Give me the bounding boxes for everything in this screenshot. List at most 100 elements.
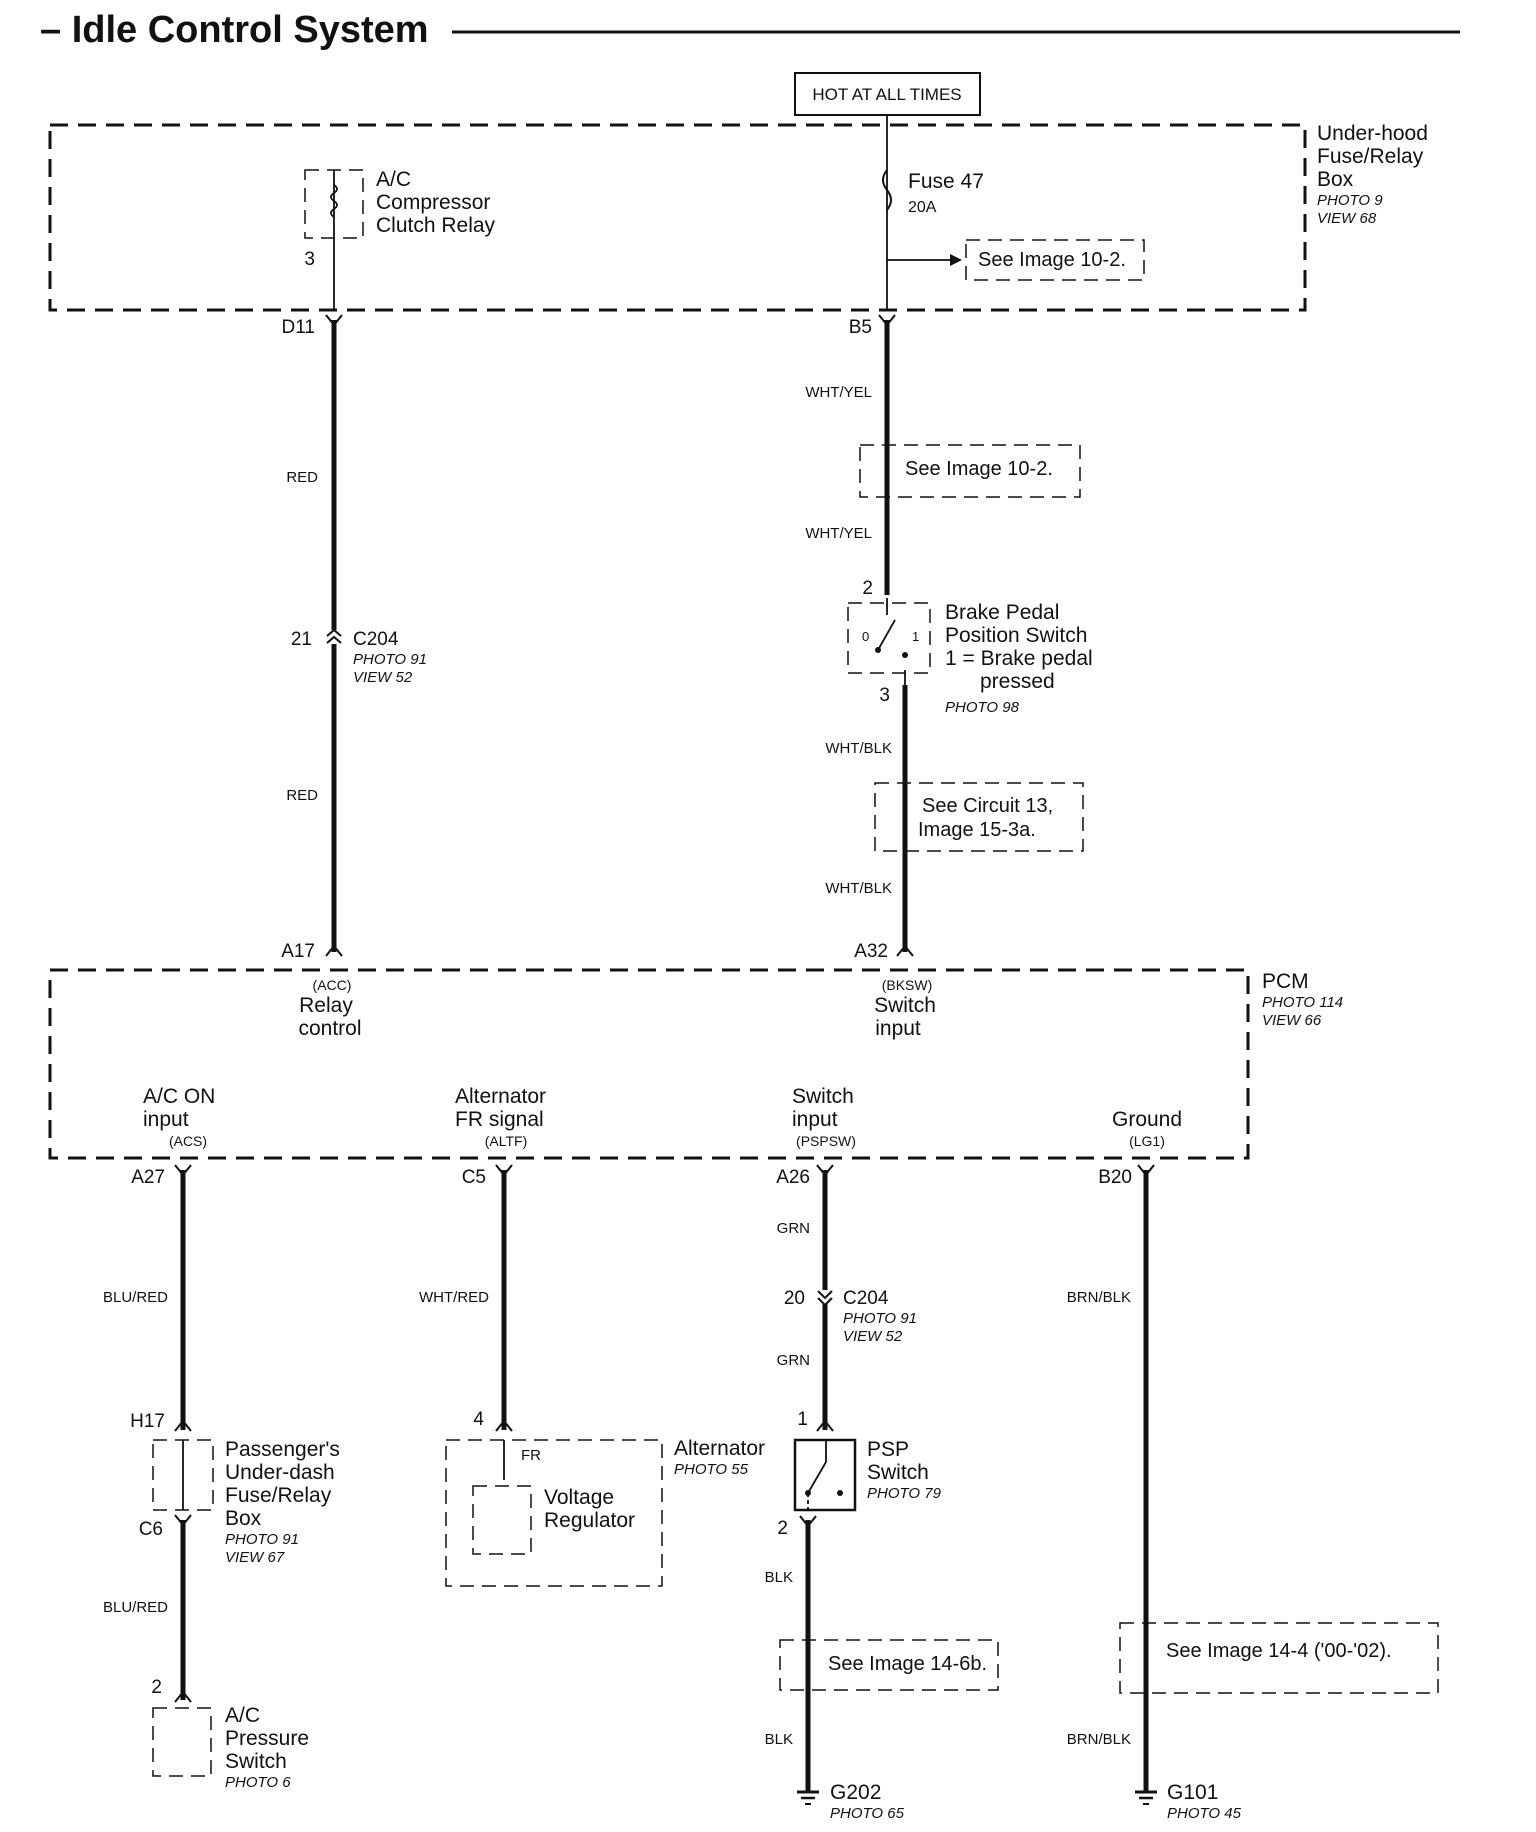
svg-text:Position Switch: Position Switch <box>945 624 1087 647</box>
underhood-box-label: Under-hood Fuse/Relay Box PHOTO 9 VIEW 6… <box>1317 122 1428 227</box>
switch-contact-icon <box>877 619 896 651</box>
pin-a17: A17 <box>281 941 315 962</box>
alternator-pin: 4 <box>473 1409 484 1430</box>
pin-b5: B5 <box>849 317 872 338</box>
svg-text:Alternator: Alternator <box>674 1437 765 1460</box>
svg-text:PHOTO 79: PHOTO 79 <box>867 1485 942 1502</box>
svg-text:PHOTO 91: PHOTO 91 <box>225 1531 299 1548</box>
svg-text:pressed: pressed <box>980 670 1055 693</box>
wire-label-brn-blk-2: BRN/BLK <box>1067 1731 1131 1748</box>
svg-text:input: input <box>143 1108 189 1131</box>
svg-text:Fuse/Relay: Fuse/Relay <box>225 1484 332 1507</box>
see-image-10-2-top: See Image 10-2. <box>978 249 1126 271</box>
svg-text:PCM: PCM <box>1262 970 1309 993</box>
svg-text:A/C: A/C <box>225 1704 260 1727</box>
ac-pressure-pin: 2 <box>151 1677 162 1698</box>
svg-text:PHOTO 91: PHOTO 91 <box>353 651 427 668</box>
wire-label-blk-2: BLK <box>765 1731 793 1748</box>
svg-text:Switch: Switch <box>867 1461 929 1484</box>
psp-pin-in: 1 <box>797 1409 808 1430</box>
pin-a26: A26 <box>776 1167 810 1188</box>
wire-label-grn-2: GRN <box>777 1352 810 1369</box>
connector-ac-pressure-icon <box>174 1690 192 1703</box>
svg-text:PHOTO 114: PHOTO 114 <box>1262 994 1343 1011</box>
svg-text:control: control <box>298 1017 361 1040</box>
pcm-acs-terminal: A/C ON input (ACS) <box>143 1085 215 1149</box>
c204-top-pin: 21 <box>291 629 312 650</box>
pcm-bksw-terminal: (BKSW) Switch input <box>874 977 936 1040</box>
ac-compressor-clutch-relay: A/C Compressor Clutch Relay 3 <box>304 168 496 310</box>
svg-text:A/C ON: A/C ON <box>143 1085 215 1108</box>
g101-label: G101 <box>1167 1781 1218 1804</box>
svg-text:PSP: PSP <box>867 1438 909 1461</box>
svg-text:VIEW 67: VIEW 67 <box>225 1549 285 1566</box>
pcm-label: PCM PHOTO 114 VIEW 66 <box>1262 970 1343 1029</box>
svg-text:3: 3 <box>304 249 315 270</box>
g101-photo: PHOTO 45 <box>1167 1805 1242 1822</box>
pin-b20: B20 <box>1098 1167 1132 1188</box>
wire-label-wht-yel-1: WHT/YEL <box>805 384 872 401</box>
see-image-10-2-top-box <box>965 239 1145 281</box>
pin-a32: A32 <box>854 941 888 962</box>
pcm-acc-terminal: (ACC) Relay control <box>298 977 361 1040</box>
pin-c6: C6 <box>139 1519 163 1540</box>
svg-text:1: 1 <box>912 629 919 644</box>
svg-text:VIEW 52: VIEW 52 <box>843 1328 903 1345</box>
wire-label-wht-red: WHT/RED <box>419 1289 489 1306</box>
svg-text:Alternator: Alternator <box>455 1085 546 1108</box>
passenger-under-dash-fuse-relay-box: Passenger's Under-dash Fuse/Relay Box PH… <box>152 1438 340 1566</box>
fuse-rating: 20A <box>908 199 937 216</box>
g202-photo: PHOTO 65 <box>830 1805 905 1822</box>
see-circuit-line2: Image 15-3a. <box>918 819 1036 841</box>
svg-text:Switch: Switch <box>874 994 936 1017</box>
svg-text:0: 0 <box>862 629 869 644</box>
svg-text:Regulator: Regulator <box>544 1509 635 1532</box>
see-image-14-6b-box <box>779 1639 999 1691</box>
wire-label-red-2: RED <box>286 787 318 804</box>
wire-label-brn-blk-1: BRN/BLK <box>1067 1289 1131 1306</box>
relay-coil-icon <box>330 184 338 218</box>
svg-text:Relay: Relay <box>299 994 353 1017</box>
svg-text:Pressure: Pressure <box>225 1727 309 1750</box>
psp-contact-icon <box>807 1461 827 1494</box>
svg-text:Compressor: Compressor <box>376 191 490 214</box>
svg-text:Voltage: Voltage <box>544 1486 614 1509</box>
svg-text:Clutch Relay: Clutch Relay <box>376 214 496 237</box>
pin-h17: H17 <box>130 1411 165 1432</box>
wire-label-wht-blk-2: WHT/BLK <box>825 880 892 897</box>
svg-text:input: input <box>875 1017 921 1040</box>
svg-text:Switch: Switch <box>792 1085 854 1108</box>
ac-pressure-switch: A/C Pressure Switch PHOTO 6 <box>152 1704 309 1791</box>
connector-alternator-icon <box>495 1419 513 1432</box>
pin-c5: C5 <box>462 1167 486 1188</box>
ground-g202-icon <box>797 1790 819 1805</box>
svg-text:PHOTO 9: PHOTO 9 <box>1317 192 1383 209</box>
see-circuit-line1: See Circuit 13, <box>922 795 1053 817</box>
svg-text:A/C: A/C <box>376 168 411 191</box>
see-image-14-6b: See Image 14-6b. <box>828 1653 987 1675</box>
svg-text:(BKSW): (BKSW) <box>882 977 933 993</box>
hot-label: HOT AT ALL TIMES <box>812 85 961 104</box>
pcm-pspsw-terminal: Switch input (PSPSW) <box>792 1085 856 1149</box>
svg-text:(ACS): (ACS) <box>169 1133 207 1149</box>
c204-top-name: C204 <box>353 629 399 650</box>
underhood-box-outline <box>48 123 1307 312</box>
pin-a27: A27 <box>131 1167 165 1188</box>
svg-text:FR signal: FR signal <box>455 1108 544 1131</box>
psp-pin-out: 2 <box>777 1518 788 1539</box>
connector-a17-icon <box>325 944 343 957</box>
see-image-14-4-box <box>1119 1622 1439 1694</box>
wire-label-blk-1: BLK <box>765 1569 793 1586</box>
connector-psp-in-icon <box>816 1419 834 1432</box>
see-image-10-2-mid: See Image 10-2. <box>905 458 1053 480</box>
svg-text:3: 3 <box>879 685 890 706</box>
c204-bottom-pin: 20 <box>784 1288 805 1309</box>
svg-text:FR: FR <box>521 1447 541 1464</box>
svg-text:(PSPSW): (PSPSW) <box>796 1133 856 1149</box>
svg-text:Under-dash: Under-dash <box>225 1461 335 1484</box>
voltage-regulator-box <box>472 1485 532 1555</box>
connector-c204-top-icon <box>326 628 342 644</box>
svg-text:(LG1): (LG1) <box>1129 1133 1165 1149</box>
see-image-10-2-mid-box <box>859 444 1081 498</box>
